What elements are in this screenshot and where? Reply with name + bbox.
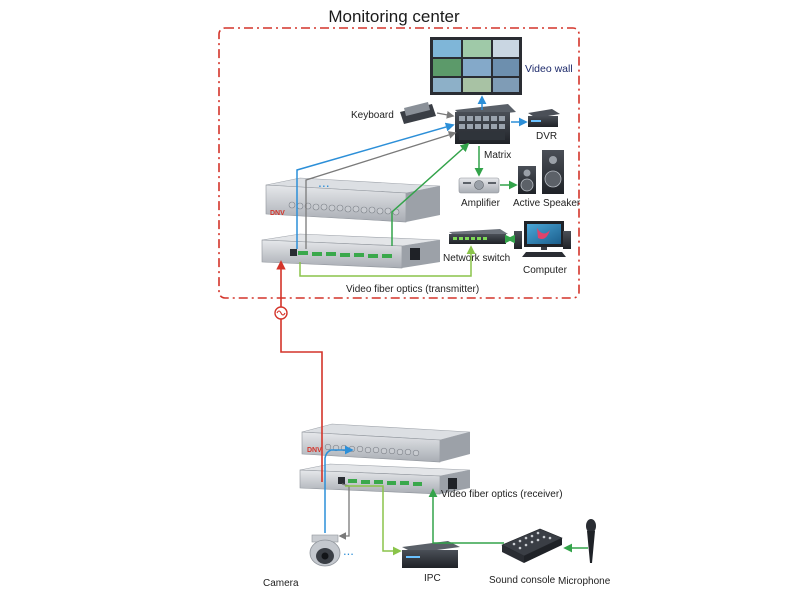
- receiver-chassis[interactable]: [299, 423, 471, 495]
- active-speaker-label: Active Speaker: [513, 198, 581, 209]
- ipc[interactable]: [402, 541, 460, 568]
- page-title: Monitoring center: [328, 7, 460, 26]
- camera-video-link: [324, 445, 354, 533]
- transmitter-to-matrix-audio: [391, 142, 470, 246]
- ipc-data-link: [345, 485, 402, 556]
- camera-label: Camera: [263, 578, 299, 589]
- amplifier-label: Amplifier: [461, 198, 501, 209]
- network-switch-label: Network switch: [443, 253, 510, 264]
- active-speaker-right[interactable]: [542, 150, 564, 194]
- active-speaker-left[interactable]: [518, 166, 536, 194]
- matrix[interactable]: [455, 104, 516, 144]
- keyboard-label: Keyboard: [351, 110, 394, 121]
- network-switch[interactable]: [449, 229, 508, 244]
- microphone-label: Microphone: [558, 576, 611, 587]
- transmitter-to-matrix-video: [296, 122, 455, 249]
- receiver-brand: DNV: [307, 447, 322, 454]
- keyboard[interactable]: [400, 102, 436, 124]
- microphone[interactable]: [586, 519, 596, 563]
- receiver-label: Video fiber optics (receiver): [441, 489, 563, 500]
- transmitter-to-matrix-control: [305, 131, 457, 249]
- ellipsis-top: ...: [318, 174, 330, 190]
- transmitter-to-network-switch: [299, 245, 476, 277]
- transmitter-brand: DNV: [270, 210, 285, 217]
- matrix-label: Matrix: [484, 150, 511, 161]
- computer-label: Computer: [523, 265, 568, 276]
- camera-control-link: [338, 483, 350, 540]
- monitoring-center-boundary: [218, 27, 580, 299]
- amplifier[interactable]: [458, 177, 500, 194]
- sound-console[interactable]: [501, 528, 563, 563]
- video-wall[interactable]: [430, 37, 522, 95]
- sound-console-label: Sound console: [489, 575, 556, 586]
- dvr-label: DVR: [536, 131, 557, 142]
- ellipsis-bottom: ...: [343, 543, 354, 558]
- ipc-label: IPC: [424, 573, 441, 584]
- console-audio-link: [428, 488, 504, 544]
- dvr[interactable]: [528, 109, 560, 127]
- camera[interactable]: [309, 534, 341, 567]
- keyboard-to-matrix: [436, 111, 455, 119]
- fiber-connector-icon: [274, 306, 288, 320]
- transmitter-label: Video fiber optics (transmitter): [346, 284, 479, 295]
- video-wall-label: Video wall: [525, 63, 573, 75]
- transmitter-chassis[interactable]: [261, 177, 441, 269]
- computer[interactable]: [514, 221, 571, 257]
